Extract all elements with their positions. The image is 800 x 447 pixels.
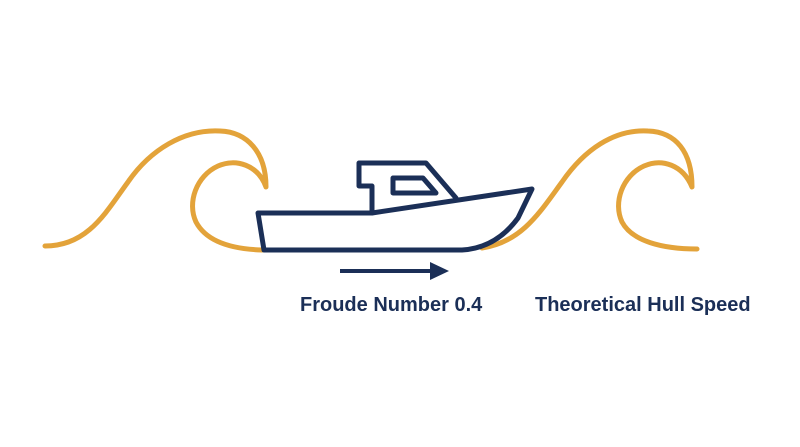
direction-arrow-icon bbox=[340, 262, 449, 280]
boat-window bbox=[390, 175, 439, 196]
boat-hull bbox=[255, 186, 535, 253]
hull-speed-label: Theoretical Hull Speed bbox=[535, 294, 751, 316]
right-wave-icon bbox=[479, 128, 700, 252]
froude-number-label: Froude Number 0.4 bbox=[300, 294, 483, 316]
boat-icon bbox=[255, 160, 535, 253]
boat-cabin bbox=[356, 160, 459, 216]
left-wave-icon bbox=[42, 128, 269, 253]
